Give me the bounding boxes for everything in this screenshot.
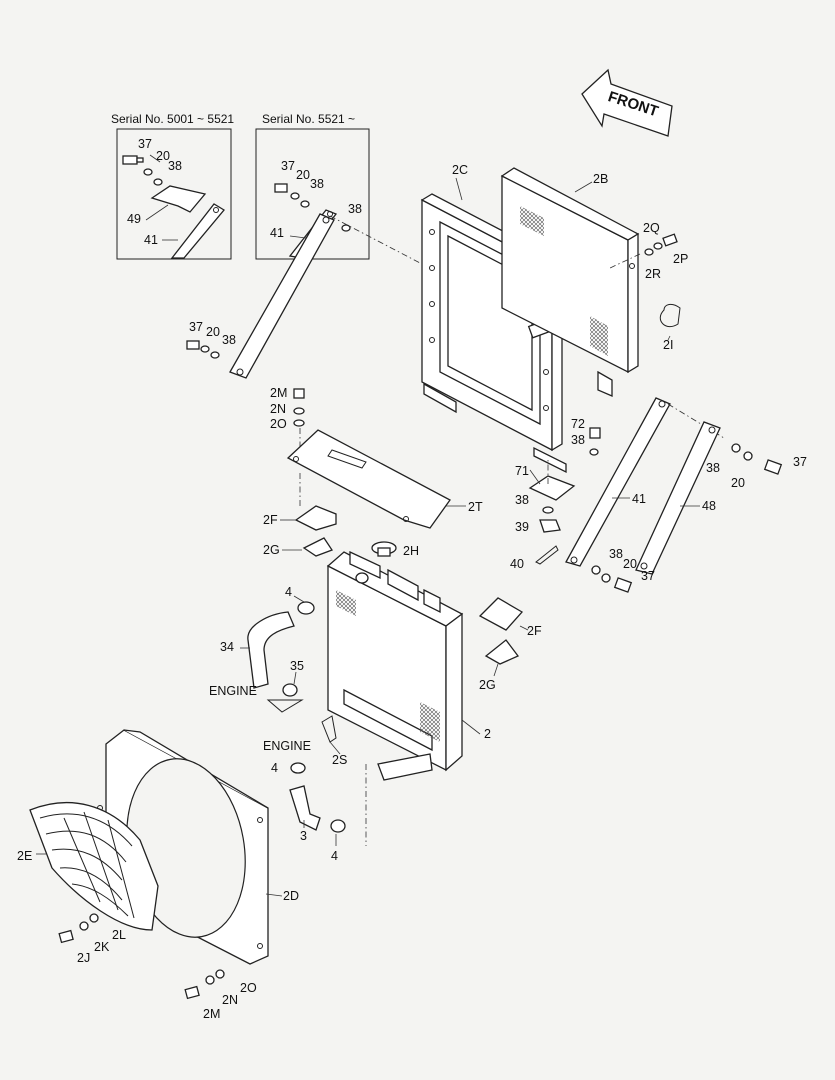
callout-38-left: 38 — [222, 333, 236, 347]
callout-34: 34 — [220, 640, 234, 654]
bolt-2M-top — [293, 388, 305, 450]
serial-box-1-title: Serial No. 5001 ~ 5521 — [111, 112, 234, 126]
callout-48: 48 — [702, 499, 716, 513]
callout-2F-right: 2F — [527, 624, 542, 638]
callout-35: 35 — [290, 659, 304, 673]
callout-2M-bot: 2M — [203, 1007, 220, 1021]
callout-2L: 2L — [112, 928, 126, 942]
callout-2B: 2B — [593, 172, 608, 186]
bracket-2F-right — [478, 597, 524, 631]
callout-39: 39 — [515, 520, 529, 534]
bolt-2M-bottom — [184, 969, 225, 1000]
callout-2N-top: 2N — [270, 402, 286, 416]
callout-2H: 2H — [403, 544, 419, 558]
callout-2T: 2T — [468, 500, 483, 514]
callout-2G-right: 2G — [479, 678, 496, 692]
callout-2Q: 2Q — [643, 221, 660, 235]
bolt-72-group — [528, 427, 601, 533]
callout-71: 71 — [515, 464, 529, 478]
callout-38-mid: 38 — [571, 433, 585, 447]
callout-engine-top: ENGINE — [209, 684, 257, 698]
stay-41-right — [565, 397, 725, 567]
callout-2E: 2E — [17, 849, 32, 863]
callout-20-bot: 20 — [623, 557, 637, 571]
callout-2S: 2S — [332, 753, 347, 767]
serial-box-2-callout-20: 20 — [296, 168, 310, 182]
serial-box-2-callout-41: 41 — [270, 226, 284, 240]
callout-38-right: 38 — [706, 461, 720, 475]
callout-2O-top: 2O — [270, 417, 287, 431]
callout-2P: 2P — [673, 252, 688, 266]
serial-box-1-callout-49: 49 — [127, 212, 141, 226]
serial-box-2-title: Serial No. 5521 ~ — [262, 112, 355, 126]
front-direction-arrow: FRONT — [581, 68, 673, 137]
bolt-2P-group — [609, 233, 678, 269]
callout-4-top: 4 — [285, 585, 292, 599]
stay-41-left — [186, 213, 423, 379]
callout-2D: 2D — [283, 889, 299, 903]
serial-box-1-callout-41: 41 — [144, 233, 158, 247]
callout-2C: 2C — [452, 163, 468, 177]
callout-38-71: 38 — [515, 493, 529, 507]
callout-37-left: 37 — [189, 320, 203, 334]
bolt-37-right — [731, 443, 783, 475]
serial-box-2-callout-38b: 38 — [348, 202, 362, 216]
callout-engine-bot: ENGINE — [263, 739, 311, 753]
callout-4-mid: 4 — [271, 761, 278, 775]
callout-38-bot: 38 — [609, 547, 623, 561]
clip-2I — [659, 303, 681, 341]
callout-37-bot: 37 — [641, 569, 655, 583]
callout-2G-left: 2G — [263, 543, 280, 557]
serial-box-1-callout-20: 20 — [156, 149, 170, 163]
callout-37-right: 37 — [793, 455, 807, 469]
callout-41-right: 41 — [632, 492, 646, 506]
drain-cock-2S — [321, 715, 341, 755]
serial-box-2-callout-37: 37 — [281, 159, 295, 173]
callout-2: 2 — [484, 727, 491, 741]
callout-2J: 2J — [77, 951, 90, 965]
callout-2F-left: 2F — [263, 513, 278, 527]
callout-72: 72 — [571, 417, 585, 431]
upper-hose-34 — [240, 595, 315, 713]
callout-2I: 2I — [663, 338, 673, 352]
callout-40: 40 — [510, 557, 524, 571]
bracket-2G-right — [484, 639, 520, 665]
serial-box-2-callout-38: 38 — [310, 177, 324, 191]
callout-20-right: 20 — [731, 476, 745, 490]
serial-box-5001-5521: Serial No. 5001 ~ 5521 37 20 38 49 41 — [111, 112, 234, 260]
bracket-2F-left — [294, 470, 337, 531]
lower-hose-3 — [289, 762, 346, 846]
pin-40 — [535, 545, 559, 565]
callout-2R: 2R — [645, 267, 661, 281]
bracket-2G-left — [302, 537, 333, 557]
rear-shroud-2B — [500, 167, 640, 397]
top-cover-plate-2T — [286, 429, 466, 529]
bolt-2J-group — [58, 913, 99, 944]
radiator-2 — [326, 541, 481, 772]
callout-20-left: 20 — [206, 325, 220, 339]
bolt-37-bottom — [591, 565, 633, 593]
serial-box-1-callout-38: 38 — [168, 159, 182, 173]
callout-2K: 2K — [94, 940, 110, 954]
callout-4-bot: 4 — [331, 849, 338, 863]
callout-2O-bot: 2O — [240, 981, 257, 995]
radiator-outlet-pipe — [365, 753, 433, 846]
fan-guard-2E — [29, 802, 159, 931]
stay-48 — [635, 421, 721, 575]
callout-2N-bot: 2N — [222, 993, 238, 1007]
callout-3: 3 — [300, 829, 307, 843]
serial-box-1-callout-37: 37 — [138, 137, 152, 151]
callout-2M-top: 2M — [270, 386, 287, 400]
